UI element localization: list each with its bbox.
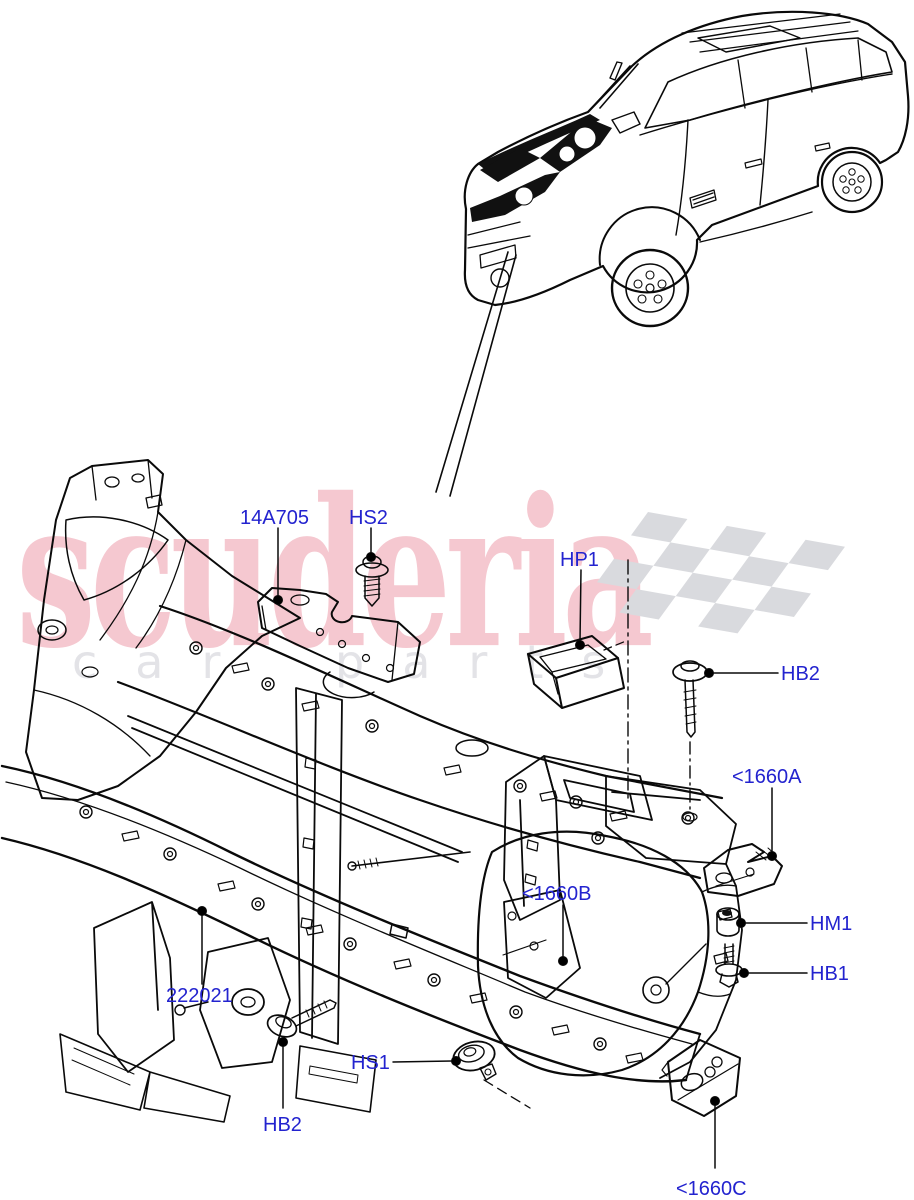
callout-labels: 14A705 HS2 HP1 HB2 <1660A HM1 HB1 <1660B… [166, 507, 852, 1200]
bolt-hb2-lower-drawing [266, 999, 337, 1038]
callout-1660a[interactable]: <1660A [732, 766, 802, 788]
vehicle-pointer-lines [435, 251, 517, 497]
mirror [609, 61, 641, 134]
grille-and-headlamps [470, 114, 612, 222]
vehicle-illustration [435, 10, 910, 497]
bolt-hb1-drawing [715, 943, 743, 988]
callout-hs2[interactable]: HS2 [349, 507, 388, 529]
callout-hm1[interactable]: HM1 [810, 913, 852, 935]
callout-hp1[interactable]: HP1 [560, 549, 599, 571]
callout-hs1[interactable]: HS1 [351, 1052, 390, 1074]
plate-1660c-drawing [661, 1039, 741, 1117]
watermark-tagline-text: car parts [72, 635, 643, 689]
pad-hp1-drawing [527, 635, 625, 709]
callout-14a705[interactable]: 14A705 [240, 507, 309, 529]
callout-hb2-lower[interactable]: HB2 [263, 1114, 302, 1136]
callout-222021[interactable]: 222021 [166, 985, 233, 1007]
bolt-hb2-upper-drawing [672, 660, 708, 822]
callout-1660c[interactable]: <1660C [676, 1178, 747, 1200]
screw-hs1-drawing [452, 1040, 531, 1109]
callout-hb1[interactable]: HB1 [810, 963, 849, 985]
bracket-14a705-drawing [257, 587, 421, 683]
callout-1660b[interactable]: <1660B [522, 883, 592, 905]
nut-hm1-drawing [716, 907, 740, 937]
rear-wheel [820, 150, 884, 214]
front-wheel [598, 206, 701, 328]
callout-hb2-upper[interactable]: HB2 [781, 663, 820, 685]
checkered-flag-watermark [596, 512, 845, 634]
callout-leaders [197, 527, 808, 1169]
watermark: scuderia car parts [16, 453, 845, 694]
front-panel-illustration [0, 459, 743, 1123]
alignment-lines [603, 559, 629, 801]
plate-1660b-drawing [502, 889, 581, 999]
